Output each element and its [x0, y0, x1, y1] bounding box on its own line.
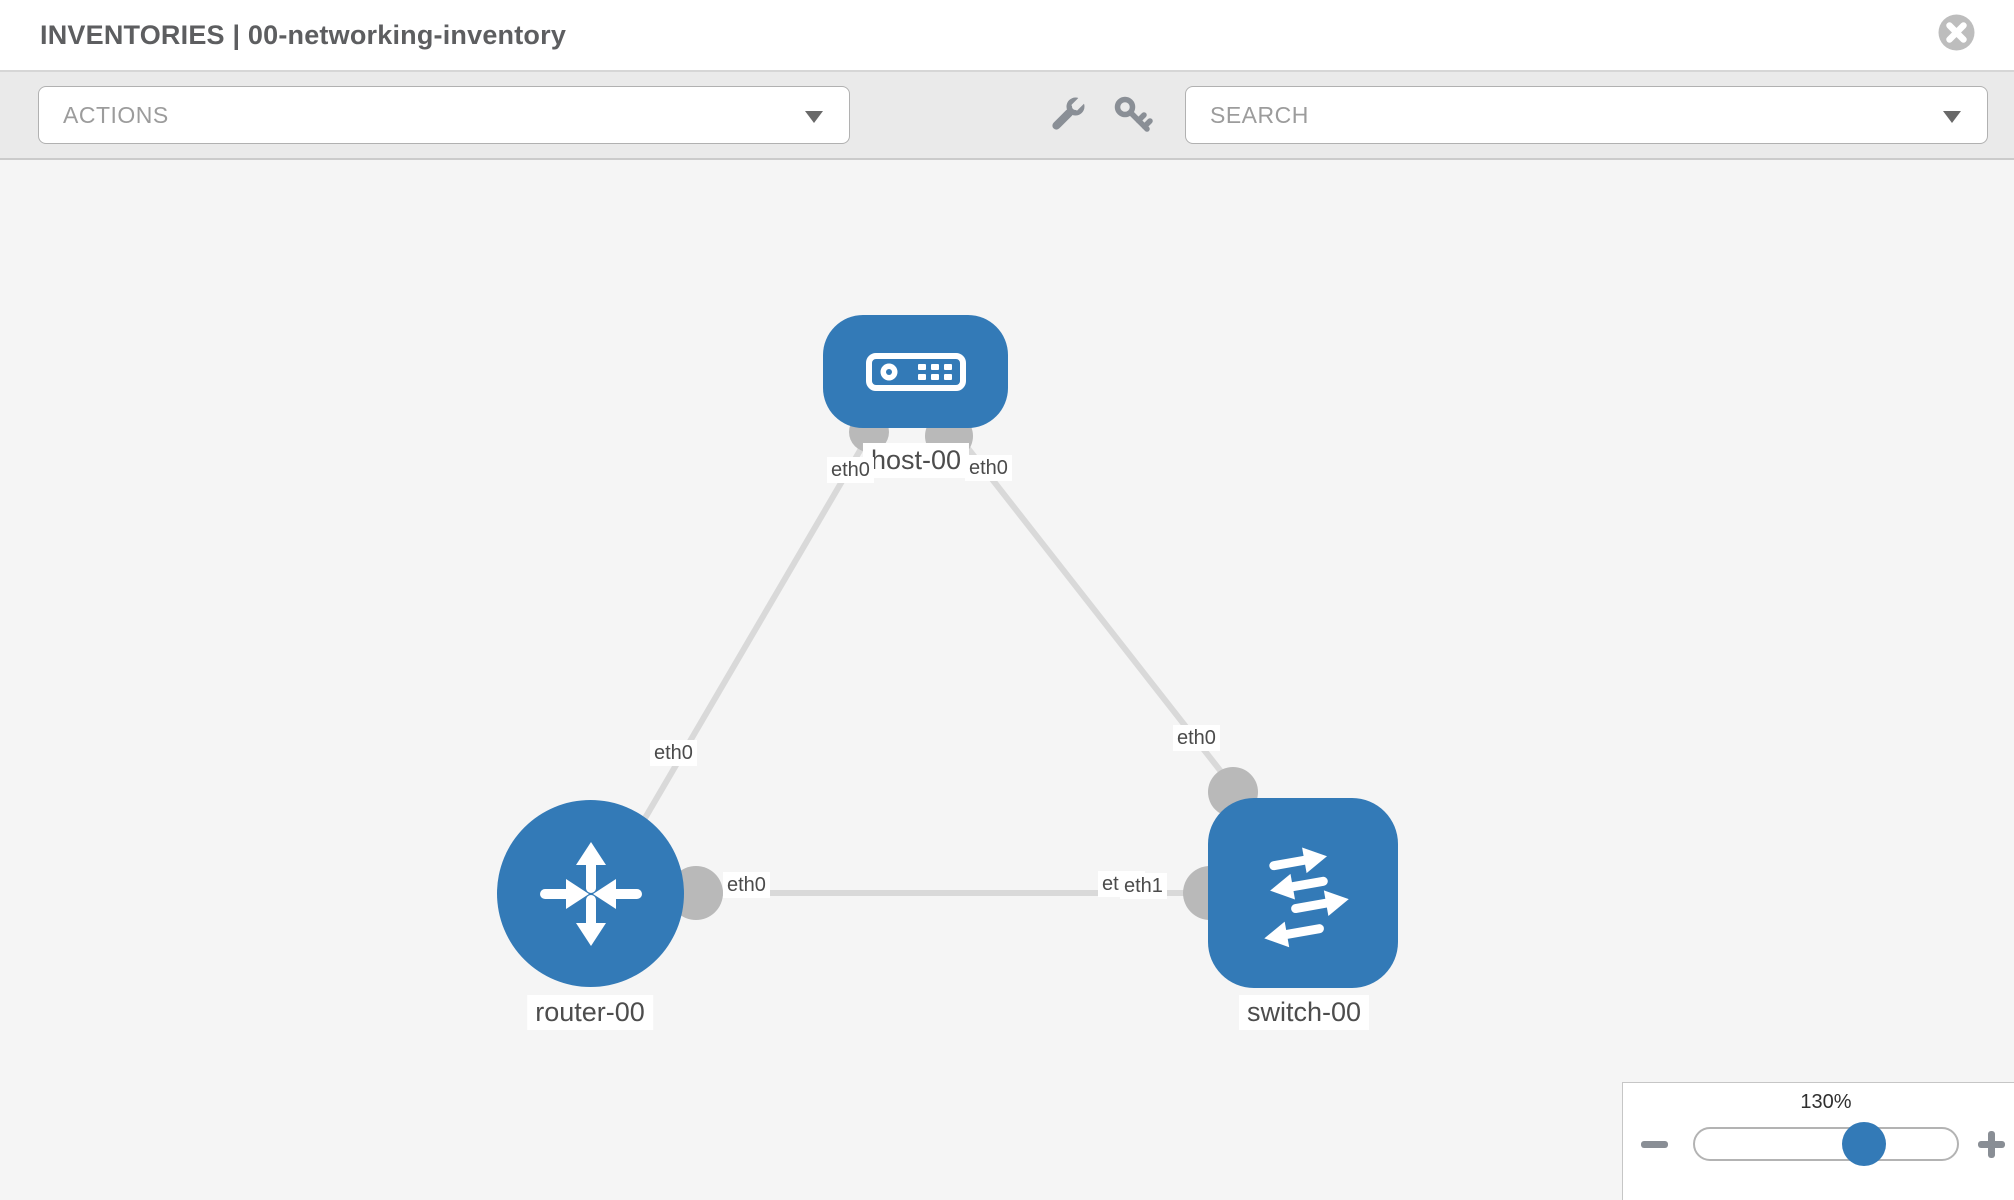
wrench-icon	[1052, 97, 1085, 130]
actions-dropdown-label: ACTIONS	[63, 102, 169, 128]
interface-label-eth0: eth0	[965, 455, 1012, 481]
search-dropdown[interactable]: SEARCH	[1185, 86, 1988, 144]
node-label-host: host-00	[862, 443, 970, 479]
key-icon	[1114, 96, 1153, 132]
node-label-switch: switch-00	[1238, 995, 1370, 1031]
actions-dropdown[interactable]: ACTIONS	[38, 86, 850, 144]
zoom-in-button[interactable]	[1972, 1125, 2010, 1163]
caret-down-icon	[1943, 111, 1961, 123]
toolbar: ACTIONS	[0, 72, 2014, 160]
node-switch-00[interactable]	[1208, 798, 1398, 988]
page-title: INVENTORIES | 00-networking-inventory	[40, 20, 567, 50]
topology-canvas[interactable]: host-00 router-00 switch-00 eth0 eth0 et…	[0, 160, 2014, 1200]
minus-icon	[1641, 1141, 1668, 1148]
node-router-00[interactable]	[497, 800, 684, 987]
credentials-button[interactable]	[1110, 92, 1156, 138]
configure-button[interactable]	[1044, 92, 1090, 138]
link-host-switch[interactable]	[949, 426, 1258, 817]
close-icon	[1938, 14, 1975, 51]
link-host-router[interactable]	[607, 428, 875, 880]
header: INVENTORIES | 00-networking-inventory	[0, 0, 2014, 72]
switch-icon	[1264, 847, 1349, 948]
interface-label-eth0: eth0	[650, 740, 697, 766]
close-button[interactable]	[1938, 14, 1975, 51]
topology-links-layer	[607, 412, 1258, 920]
node-label-router: router-00	[527, 995, 653, 1031]
zoom-out-button[interactable]	[1635, 1125, 1673, 1163]
interface-label-eth0: eth0	[1173, 725, 1220, 751]
zoom-slider-thumb[interactable]	[1842, 1122, 1886, 1166]
interface-label-eth0: eth0	[827, 457, 874, 483]
search-dropdown-label: SEARCH	[1210, 102, 1309, 128]
zoom-slider-track[interactable]	[1693, 1122, 1959, 1166]
node-host-00[interactable]	[823, 315, 1008, 428]
router-icon	[539, 841, 642, 946]
interface-label-eth0: eth0	[723, 872, 770, 898]
caret-down-icon	[805, 111, 823, 123]
interface-label-eth1: eth1	[1120, 873, 1167, 899]
zoom-control-panel: 130%	[1622, 1082, 2014, 1200]
plus-icon	[1978, 1131, 2005, 1158]
zoom-level-value: 130%	[1800, 1091, 1852, 1113]
host-icon	[865, 352, 966, 391]
